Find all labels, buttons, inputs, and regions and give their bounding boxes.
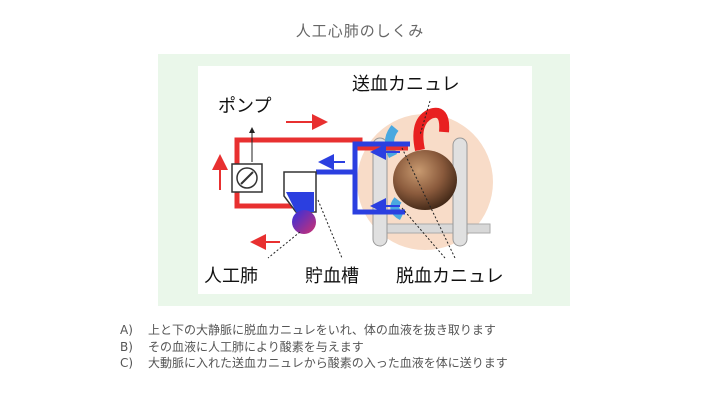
- caption-text: 上と下の大静脈に脱血カニュレをいれ、体の血液を抜き取ります: [148, 323, 496, 337]
- vena-cava-icon: [385, 125, 405, 221]
- pointer-venous-cannula-1: [401, 147, 456, 259]
- pointer-oxygenator: [267, 231, 301, 259]
- caption-b: B) その血液に人工肺により酸素を与えます: [120, 339, 710, 356]
- pointer-reservoir: [317, 199, 343, 259]
- oxygenator-icon: [292, 210, 316, 234]
- heart-icon: [393, 150, 457, 210]
- bed-post-left: [372, 137, 388, 247]
- caption-key: A): [120, 323, 133, 337]
- pump-label: ポンプ: [218, 96, 272, 117]
- pointer-venous-cannula-2: [401, 207, 446, 259]
- aorta-icon: [413, 107, 450, 152]
- caption-text: その血液に人工肺により酸素を与えます: [148, 339, 364, 354]
- caption-list: A) 上と下の大静脈に脱血カニュレをいれ、体の血液を抜き取ります B) その血液…: [120, 322, 710, 372]
- caption-text: 大動脈に入れた送血カニュレから酸素の入った血液を体に送ります: [148, 356, 508, 370]
- venous-cannula-label: 脱血カニュレ: [396, 266, 504, 287]
- caption-key: B): [120, 339, 133, 354]
- caption-a: A) 上と下の大静脈に脱血カニュレをいれ、体の血液を抜き取ります: [120, 322, 710, 339]
- pointer-arterial-cannula: [419, 100, 431, 136]
- reservoir-blood: [286, 192, 314, 212]
- caption-c: C) 大動脈に入れた送血カニュレから酸素の入った血液を体に送ります: [120, 355, 710, 372]
- oxygenator-label: 人工肺: [204, 266, 258, 287]
- arterial-cannula-label: 送血カニュレ: [352, 74, 460, 95]
- caption-key: C): [120, 356, 134, 370]
- pump-rotor: [236, 167, 258, 189]
- arterial-line: [234, 137, 408, 209]
- pump-rotor-bar: [240, 171, 254, 185]
- bed-rail: [377, 223, 491, 234]
- slide-title: 人工心肺のしくみ: [295, 22, 425, 40]
- reservoir-label: 貯血槽: [305, 266, 359, 287]
- bed-post-right: [452, 137, 468, 247]
